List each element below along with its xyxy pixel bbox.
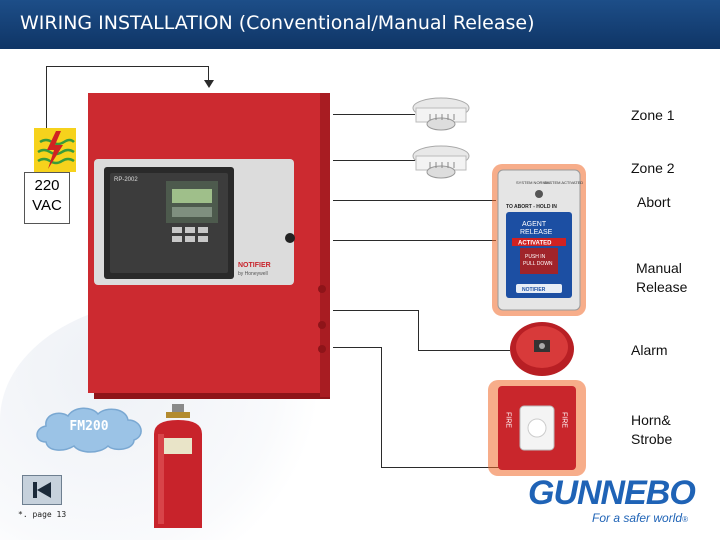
high-voltage-icon <box>34 128 76 172</box>
power-wire-vertical-right <box>208 66 209 83</box>
station-release-label: RELEASE <box>520 229 553 236</box>
wire-zone1 <box>333 114 415 115</box>
wire-strobe-h2 <box>381 467 501 468</box>
fm200-label: FM200 <box>69 419 109 434</box>
power-wire-vertical-left <box>46 66 47 132</box>
tagline-text: For a safer world <box>592 511 683 525</box>
company-logo: GUNNEBO <box>528 474 696 512</box>
station-activated-banner: ACTIVATED <box>518 241 552 247</box>
panel-brand-sub: by Honeywell <box>238 271 268 277</box>
smoke-detector-zone2-icon <box>412 145 470 179</box>
horn-strobe-icon: FIRE FIRE <box>488 380 586 476</box>
horn-strobe-label: Horn& Strobe <box>631 411 672 449</box>
wire-arrowhead <box>204 80 214 88</box>
panel-model: RP-2002 <box>114 177 138 183</box>
page-title: WIRING INSTALLATION (Conventional/Manual… <box>20 12 535 34</box>
fm200-cylinder-icon <box>154 404 202 528</box>
station-activated-label: SYSTEM ACTIVATED <box>544 180 583 185</box>
strobe-fire-right: FIRE <box>561 412 568 428</box>
wire-alarm-v <box>418 310 419 350</box>
alarm-label: Alarm <box>631 342 668 358</box>
smoke-detector-zone1-icon <box>412 97 470 131</box>
manual-label-line2: Release <box>636 279 688 295</box>
wire-zone2 <box>333 160 415 161</box>
page-reference: *. page 13 <box>18 510 67 519</box>
voltage-value: 220 <box>34 177 60 194</box>
station-abort-text: TO ABORT - HOLD IN <box>506 204 557 210</box>
strobe-fire-left: FIRE <box>505 412 512 428</box>
horn-label-line2: Strobe <box>631 431 673 447</box>
voltage-unit: VAC <box>32 197 62 214</box>
power-label-box: 220 VAC <box>24 172 70 224</box>
abort-label: Abort <box>637 194 671 210</box>
registered-mark: ® <box>682 515 688 524</box>
station-pull-label: PULL DOWN <box>523 261 553 267</box>
horn-label-line1: Horn& <box>631 412 671 428</box>
station-brand: NOTIFIER <box>522 287 546 293</box>
header-bar: WIRING INSTALLATION (Conventional/Manual… <box>0 0 720 49</box>
wire-abort <box>333 200 496 201</box>
wire-strobe-v <box>381 347 382 467</box>
manual-label-line1: Manual <box>636 260 682 276</box>
wire-alarm-h1 <box>333 310 418 311</box>
company-tagline: For a safer world® <box>592 511 688 525</box>
zone1-label: Zone 1 <box>631 107 675 123</box>
abort-release-station: SYSTEM NORMAL SYSTEM ACTIVATED TO ABORT … <box>492 164 586 316</box>
manual-release-label: Manual Release <box>636 259 687 297</box>
station-normal-label: SYSTEM NORMAL <box>516 180 551 185</box>
station-agent-label: AGENT <box>522 221 547 228</box>
wire-manual-release <box>333 240 496 241</box>
wire-alarm-h2 <box>418 350 510 351</box>
alarm-bell-icon <box>510 322 574 376</box>
zone2-label: Zone 2 <box>631 160 675 176</box>
wire-strobe-h1 <box>333 347 381 348</box>
back-button[interactable] <box>22 475 62 505</box>
panel-brand: NOTIFIER <box>238 262 271 269</box>
skip-back-icon <box>33 482 51 498</box>
power-wire-top <box>46 66 209 67</box>
fm200-cloud-icon <box>36 407 142 453</box>
fire-control-panel: NOTIFIER by Honeywell RP-2002 <box>88 93 330 399</box>
station-push-label: PUSH IN <box>525 254 546 260</box>
